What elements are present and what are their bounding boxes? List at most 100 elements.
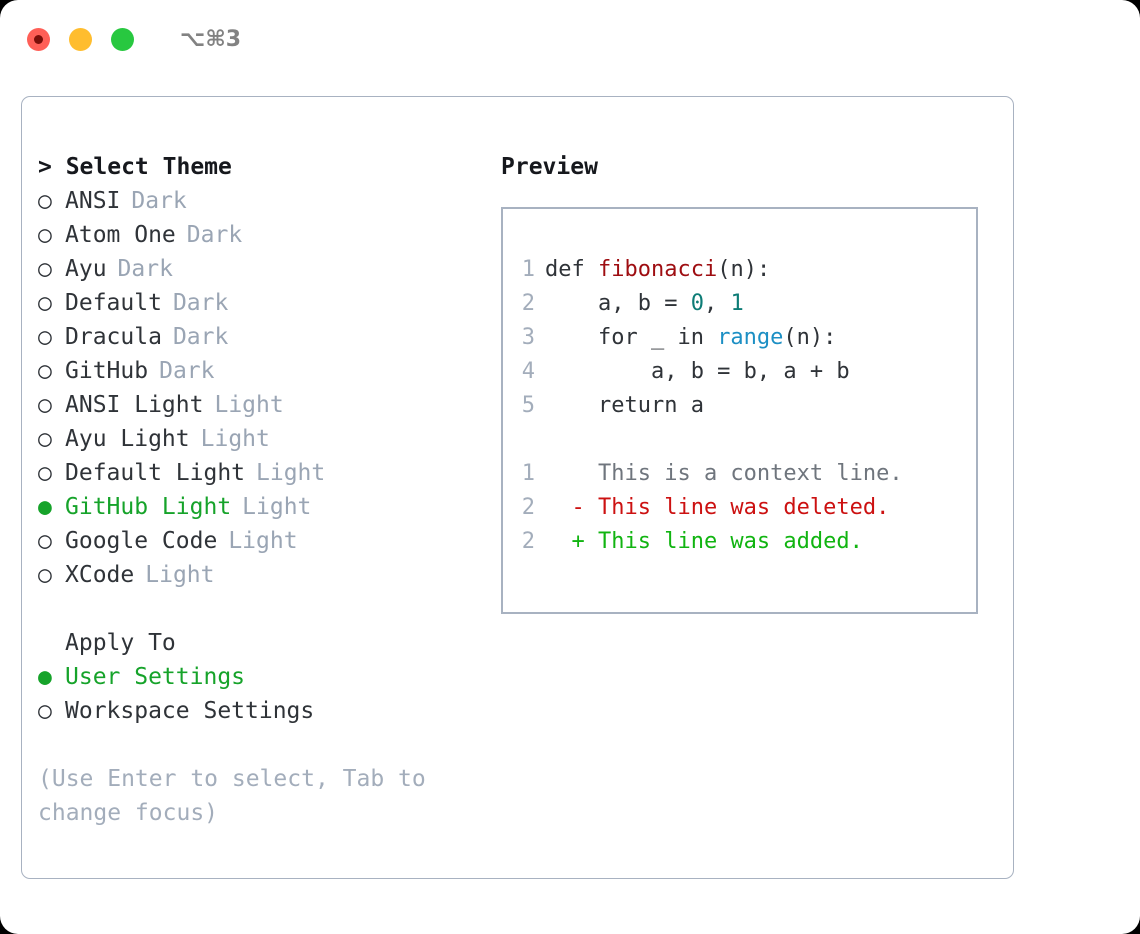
line-number: 3: [521, 325, 535, 350]
theme-option-ansi-light[interactable]: ○ ANSI Light Light: [38, 388, 478, 422]
line-number: 2: [521, 495, 535, 520]
theme-variant-tag: Light: [228, 528, 298, 554]
theme-option-google-code[interactable]: ○ Google Code Light: [38, 524, 478, 558]
line-number: 1: [521, 461, 535, 486]
radio-unselected-icon: ○: [38, 392, 52, 418]
code-token: a, b =: [545, 291, 691, 316]
code-line: 3 for _ in range(n):: [503, 321, 976, 355]
diff-text: This line was deleted.: [597, 495, 890, 520]
maximize-button[interactable]: [111, 27, 134, 51]
apply-to-label: Apply To: [65, 630, 176, 656]
theme-option-github[interactable]: ○ GitHub Dark: [38, 354, 478, 388]
diff-line-deleted: 2 - This line was deleted.: [503, 491, 976, 525]
diff-marker: -: [545, 495, 598, 520]
diff-gap: [503, 423, 976, 457]
theme-option-label: GitHub: [65, 358, 149, 384]
keyboard-shortcut-label: ⌥⌘3: [180, 26, 242, 52]
radio-selected-icon: ●: [38, 494, 52, 520]
radio-unselected-icon: ○: [38, 256, 52, 282]
line-number: 5: [521, 393, 535, 418]
theme-variant-tag: Dark: [159, 358, 215, 384]
radio-unselected-icon: ○: [38, 426, 52, 452]
theme-option-label: Ayu: [65, 256, 107, 282]
radio-unselected-icon: ○: [38, 528, 52, 554]
theme-variant-tag: Light: [256, 460, 326, 486]
code-token: fibonacci: [597, 257, 718, 282]
theme-option-ayu-light[interactable]: ○ Ayu Light Light: [38, 422, 478, 456]
code-token: ,: [703, 291, 731, 316]
diff-text: This is a context line.: [597, 461, 903, 486]
close-button[interactable]: [27, 27, 50, 51]
theme-variant-tag: Light: [200, 426, 270, 452]
theme-option-label: Google Code: [65, 528, 218, 554]
code-line: 2 a, b = 0, 1: [503, 287, 976, 321]
recording-indicator-icon: [34, 34, 43, 44]
radio-unselected-icon: ○: [38, 358, 52, 384]
theme-option-label: Default Light: [65, 460, 246, 486]
diff-marker: +: [545, 529, 598, 554]
code-token: range: [717, 325, 784, 350]
theme-option-ayu[interactable]: ○ Ayu Dark: [38, 252, 478, 286]
preview-heading: Preview: [501, 154, 598, 180]
radio-unselected-icon: ○: [38, 290, 52, 316]
minimize-button[interactable]: [69, 27, 92, 51]
theme-variant-tag: Light: [214, 392, 284, 418]
theme-variant-tag: Dark: [131, 188, 187, 214]
theme-option-label: XCode: [65, 562, 135, 588]
line-number: 4: [521, 359, 535, 384]
theme-option-ansi[interactable]: ○ ANSI Dark: [38, 184, 478, 218]
code-token: (n):: [717, 257, 771, 282]
theme-option-atom-one[interactable]: ○ Atom One Dark: [38, 218, 478, 252]
theme-option-label: Atom One: [65, 222, 176, 248]
code-token: for _ in: [545, 325, 718, 350]
theme-option-default[interactable]: ○ Default Dark: [38, 286, 478, 320]
code-line: 5 return a: [503, 389, 976, 423]
code-token: 1: [730, 291, 744, 316]
radio-unselected-icon: ○: [38, 222, 52, 248]
theme-option-label: ANSI: [65, 188, 121, 214]
apply-to-option-user-settings[interactable]: ●User Settings: [38, 660, 478, 694]
diff-text: This line was added.: [597, 529, 863, 554]
theme-option-label: Ayu Light: [65, 426, 190, 452]
apply-to-list[interactable]: ●User Settings ○ Workspace Settings: [38, 660, 478, 728]
theme-variant-tag: Dark: [172, 290, 229, 316]
line-number: 2: [521, 291, 535, 316]
theme-option-label: Default: [65, 290, 162, 316]
apply-to-option-workspace-settings[interactable]: ○ Workspace Settings: [38, 694, 478, 728]
theme-variant-tag: Light: [145, 562, 215, 588]
code-token: (n):: [783, 325, 837, 350]
code-token: def: [545, 257, 598, 282]
diff-sample: 1 This is a context line. 2 - This line w…: [503, 457, 976, 559]
theme-option-label: GitHub Light: [65, 494, 232, 520]
apply-to-option-label: User Settings: [65, 664, 246, 690]
code-token: 0: [690, 291, 704, 316]
line-number: 2: [521, 529, 535, 554]
list-spacer: [38, 592, 478, 626]
theme-variant-tag: Dark: [186, 222, 243, 248]
code-token: a, b = b, a + b: [545, 359, 850, 384]
theme-option-label: ANSI Light: [65, 392, 204, 418]
diff-line-added: 2 + This line was added.: [503, 525, 976, 559]
keyboard-hint: (Use Enter to select, Tab to change focu…: [38, 766, 440, 826]
theme-variant-tag: Dark: [117, 256, 173, 282]
radio-unselected-icon: ○: [38, 698, 52, 724]
apply-to-option-label: Workspace Settings: [65, 698, 315, 724]
diff-marker: [545, 457, 598, 491]
title-bar: ⌥⌘3: [0, 0, 1140, 78]
radio-unselected-icon: ○: [38, 188, 52, 214]
window-controls: [27, 27, 134, 51]
theme-option-label: Dracula: [65, 324, 162, 350]
code-line: 4 a, b = b, a + b: [503, 355, 976, 389]
